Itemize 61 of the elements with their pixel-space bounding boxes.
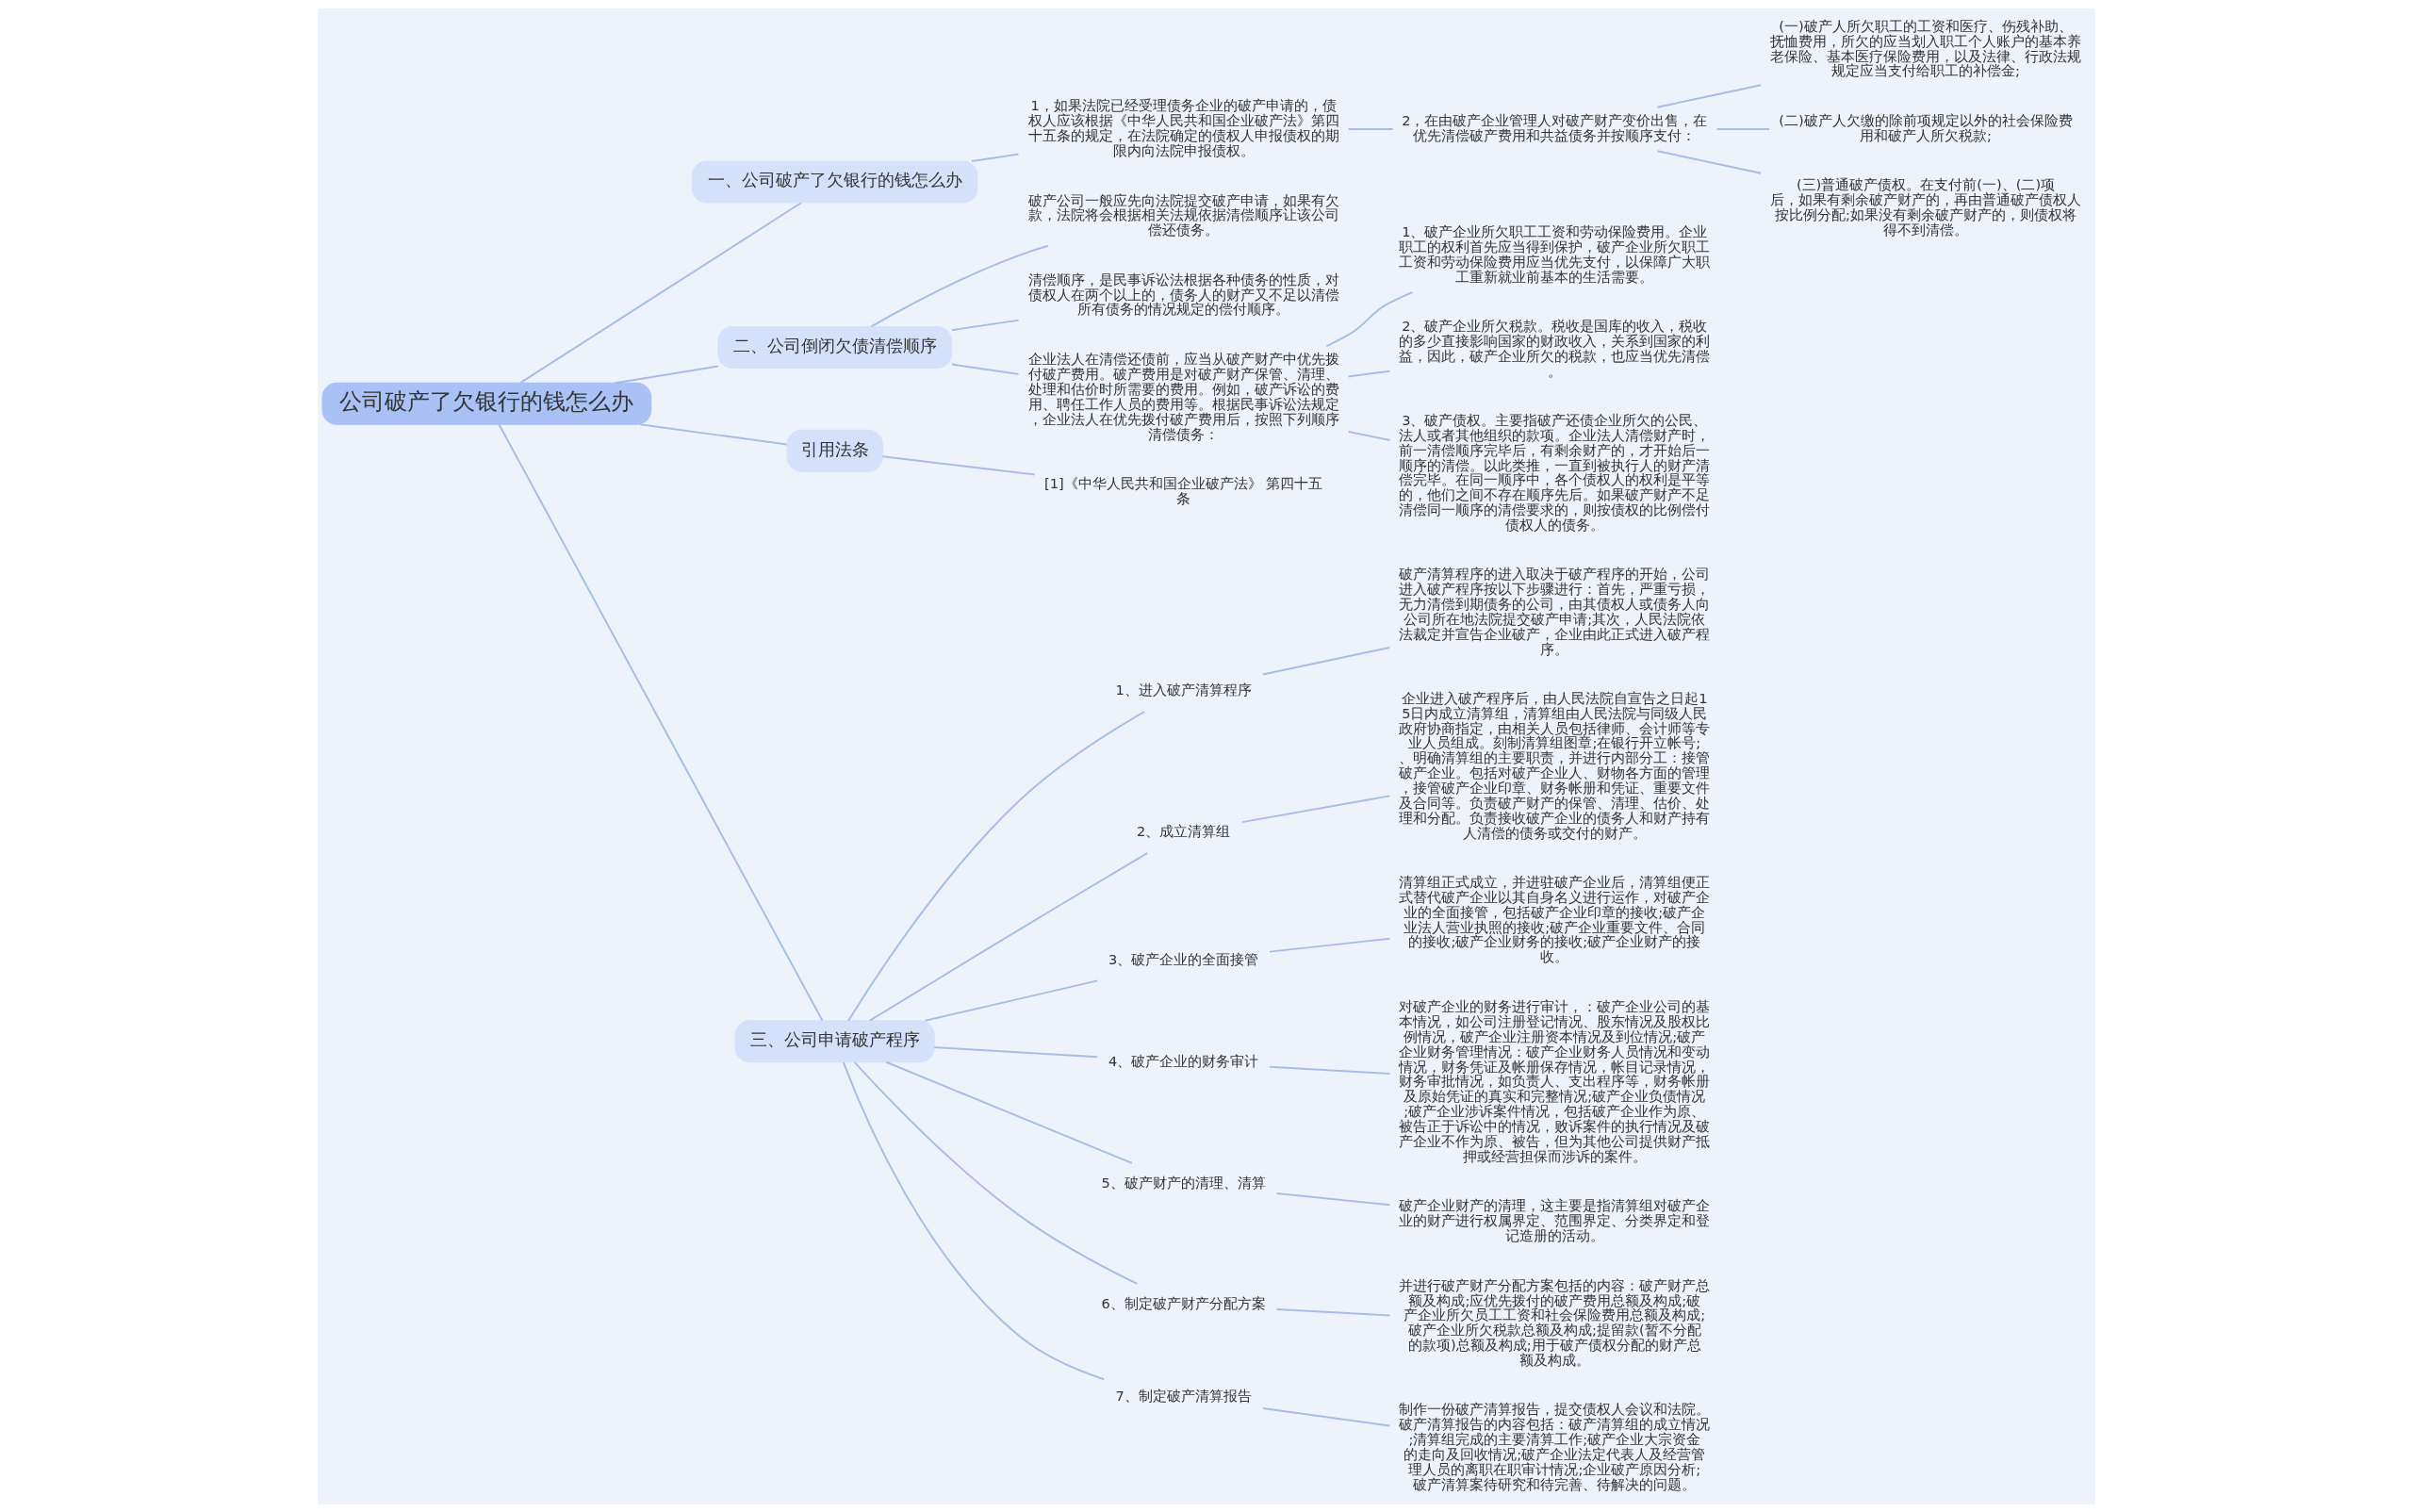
node-text: 2，在由破产企业管理人对破产财产变价出售，在优先清偿破产费用和共益债务并按顺序支付： bbox=[1402, 111, 1708, 143]
node-text: 企业进入破产程序后，由人民法院自宣告之日起15日内成立清算组，清算组由人民法院与同级人民政府协商指定，由相关人员包括律师、会计师等专业人员组成。刻制清算组图章;在银行开立帐号;、明确清算组的主要职责，并进行内部分工：接管破产企业。包括对破产企业人、财物各方面的管理，接管破产企业印章、财务帐册和凭证、重要文件及合同等。负责破产财产的保管、清理、估价、处理和分配。负责接收破产企业的债务人和财产持有人清偿的债务或交付的财产。 bbox=[1399, 689, 1711, 841]
connector bbox=[519, 201, 802, 384]
node-text: 2、破产企业所欠税款。税收是国库的收入，税收的多少直接影响国家的财政收入，关系到国家的利益，因此，破产企业所欠的税款，也应当优先清偿。 bbox=[1399, 317, 1711, 379]
connector bbox=[842, 1060, 1106, 1380]
connector bbox=[881, 454, 1036, 475]
node-box: 二、公司倒闭欠债清偿顺序 bbox=[717, 325, 952, 369]
connector bbox=[924, 978, 1099, 1022]
node-text: (一)破产人所欠职工的工资和医疗、伤残补助、抚恤费用，所欠的应当划入职工个人账户的基本养老保险、基本医疗保险费用，以及法律、行政法规规定应当支付给职工的补偿金; bbox=[1770, 17, 2082, 78]
connector bbox=[1269, 937, 1391, 953]
node-text: 破产清算程序的进入取决于破产程序的开始，公司进入破产程序按以下步骤进行：首先，严重亏损，无力清偿到期债务的公司，由其债权人或债务人向公司所在地法院提交破产申请;其次，人民法院依法裁定并宣告企业破产，企业由此正式进入破产程序。 bbox=[1399, 565, 1711, 657]
node-text: 3、破产债权。主要指破产还债企业所欠的公民、法人或者其他组织的款项。企业法人清偿财产时，前一清偿顺序完毕后，有剩余财产的，才开始后一顺序的清偿。以此类推，一直到被执行人的财产清偿完毕。在同一顺序中，各个债权人的权利是平等的，他们之间不存在顺序先后。如果破产财产不足清偿同一顺序的清偿要求的，则按债权的比例偿付债权人的债务。 bbox=[1399, 411, 1711, 533]
node-text: 6、制定破产财产分配方案 bbox=[1101, 1294, 1266, 1311]
node-text: 4、破产企业的财务审计 bbox=[1108, 1052, 1259, 1068]
node-box: 三、公司申请破产程序 bbox=[734, 1019, 935, 1062]
connector bbox=[614, 365, 719, 384]
connector bbox=[1656, 149, 1763, 174]
connector bbox=[1261, 646, 1391, 675]
connector bbox=[1325, 290, 1414, 347]
node-text: 1、进入破产清算程序 bbox=[1115, 681, 1252, 698]
connector bbox=[498, 422, 824, 1022]
connector bbox=[853, 1060, 1139, 1285]
connector bbox=[1347, 430, 1391, 441]
connector bbox=[885, 1060, 1133, 1164]
connector bbox=[1275, 1307, 1391, 1316]
node-text: 2、成立清算组 bbox=[1136, 822, 1231, 839]
connector bbox=[950, 363, 1020, 375]
node-text: 1、破产企业所欠职工工资和劳动保险费用。企业职工的权利首先应当得到保护，破产企业所欠职工工资和劳动保险费用应当优先支付，以保障广大职工重新就业前基本的生活需要。 bbox=[1399, 222, 1711, 285]
connector bbox=[870, 244, 1049, 327]
connector bbox=[1715, 127, 1770, 130]
node-text: 企业法人在清偿还债前，应当从破产财产中优先拨付破产费用。破产费用是对破产财产保管、清理、处理和估价时所需要的费用。例如，破产诉讼的费用、聘任工作人员的费用等。根据民事诉讼法规定，企业法人在优先拨付破产费用后，按照下列顺序清偿债务： bbox=[1027, 350, 1339, 442]
connector bbox=[1347, 127, 1394, 130]
node-text: 对破产企业的财务进行审计，：破产企业公司的基本情况，如公司注册登记情况、股东情况及股权比例情况，破产企业注册资本情况及到位情况;破产企业财务管理情况：破产企业财务人员情况和变动情况，财务凭证及帐册保存情况，帐目记录情况，财务审批情况，如负责人、支出程序等，财务帐册及原始凭证的真实和完整情况;破产企业负债情况;破产企业涉诉案件情况，包括破产企业作为原、被告正于诉讼中的情况，败诉案件的执行情况及破产企业不作为原、被告，但为其他公司提供财产抵押或经营担保而涉诉的案件。 bbox=[1399, 997, 1711, 1164]
connector bbox=[1347, 370, 1391, 377]
connector bbox=[1656, 83, 1763, 108]
node-box: 引用法条 bbox=[786, 429, 883, 472]
connector bbox=[847, 710, 1146, 1022]
node-text: 1，如果法院已经受理债务企业的破产申请的，债权人应该根据《中华人民共和国企业破产法》第四十五条的规定，在法院确定的债权人申报债权的期限内向法院申报债权。 bbox=[1027, 96, 1339, 158]
connector bbox=[639, 422, 788, 445]
node-box: 一、公司破产了欠银行的钱怎么办 bbox=[691, 160, 978, 204]
node-text: (三)普通破产债权。在支付前(一)、(二)项后，如果有剩余破产财产的，再由普通破产债权人按比例分配;如果没有剩余破产财产的，则债权将得不到清偿。 bbox=[1770, 175, 2082, 238]
connector bbox=[1261, 1406, 1391, 1426]
node-text: [1]《中华人民共和国企业破产法》 第四十五条 bbox=[1043, 474, 1323, 506]
node-text: 清偿顺序，是民事诉讼法根据各种债务的性质，对债权人在两个以上的，债务人的财产又不足以清偿所有债务的情况规定的偿付顺序。 bbox=[1027, 271, 1339, 317]
node-text: 破产企业财产的清理，这主要是指清算组对破产企业的财产进行权属界定、范围界定、分类界定和登记造册的活动。 bbox=[1399, 1196, 1711, 1243]
connector bbox=[868, 851, 1149, 1022]
connector bbox=[1275, 1192, 1391, 1206]
node-text: 清算组正式成立，并进驻破产企业后，清算组便正式替代破产企业以其自身名义进行运作，对破产企业的全面接管，包括破产企业印章的接收;破产企业法人营业执照的接收;破产企业重要文件、合同的接收;破产企业财务的接收;破产企业财产的接收。 bbox=[1399, 873, 1711, 964]
connector bbox=[1241, 794, 1391, 823]
connector bbox=[950, 319, 1020, 331]
node-box: 公司破产了欠银行的钱怎么办 bbox=[321, 382, 652, 425]
connector bbox=[1269, 1065, 1391, 1075]
connector bbox=[971, 153, 1020, 162]
node-text: 制作一份破产清算报告，提交债权人会议和法院。破产清算报告的内容包括：破产清算组的成立情况;清算组完成的主要清算工作;破产企业大宗资金的走向及回收情况;破产企业法定代表人及经营管理人员的离职在职审计情况;企业破产原因分析;破产清算案待研究和待完善、待解决的问题。 bbox=[1399, 1400, 1711, 1492]
node-text: (二)破产人欠缴的除前项规定以外的社会保险费用和破产人所欠税款; bbox=[1779, 111, 2073, 143]
node-text: 并进行破产财产分配方案包括的内容：破产财产总额及构成;应优先拨付的破产费用总额及构成;破产企业所欠员工工资和社会保险费用总额及构成;破产企业所欠税款总额及构成;提留款(暂不分配的款项)总额及构成;用于破产债权分配的财产总额及构成。 bbox=[1399, 1276, 1711, 1368]
node-text: 5、破产财产的清理、清算 bbox=[1101, 1174, 1266, 1191]
connector bbox=[933, 1045, 1099, 1058]
node-text: 破产公司一般应先向法院提交破产申请，如果有欠款，法院将会根据相关法规依据清偿顺序让该公司偿还债务。 bbox=[1027, 191, 1339, 238]
node-text: 7、制定破产清算报告 bbox=[1115, 1387, 1252, 1404]
node-text: 3、破产企业的全面接管 bbox=[1108, 950, 1259, 967]
